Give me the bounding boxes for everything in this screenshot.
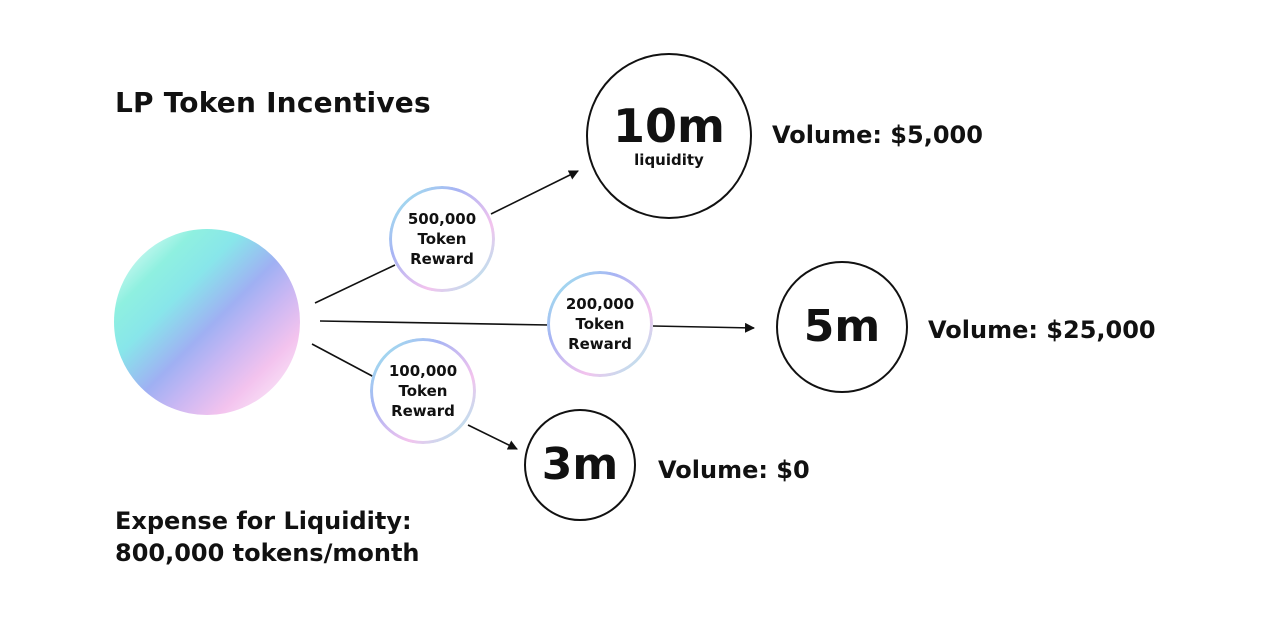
pool-amount: 3m bbox=[541, 439, 619, 490]
reward-amount: 500,000 bbox=[407, 210, 477, 228]
reward-label-token: Token bbox=[398, 382, 448, 400]
diagram-title: LP Token Incentives bbox=[115, 86, 431, 119]
reward-node-500000: 500,000 Token Reward bbox=[389, 186, 495, 292]
arrow-reward-3-to-pool-3 bbox=[467, 424, 518, 450]
reward-label-reward: Reward bbox=[391, 402, 455, 420]
reward-amount: 200,000 bbox=[565, 295, 635, 313]
pool-node-3m: 3m bbox=[524, 409, 636, 521]
reward-node-200000: 200,000 Token Reward bbox=[547, 271, 653, 377]
pool-amount: 10m bbox=[613, 99, 725, 153]
arrow-reward-2-to-pool-2 bbox=[652, 322, 755, 333]
pool-node-5m: 5m bbox=[776, 261, 908, 393]
pool-amount: 5m bbox=[803, 301, 881, 352]
expense-label: Expense for Liquidity: bbox=[115, 507, 412, 535]
expense-value: 800,000 tokens/month bbox=[115, 539, 420, 567]
reward-label-reward: Reward bbox=[410, 250, 474, 268]
pool-sub-label: liquidity bbox=[634, 151, 704, 169]
connector-source-to-reward-1 bbox=[314, 264, 396, 304]
pool-node-10m: 10m liquidity bbox=[586, 53, 752, 219]
connector-source-to-reward-3 bbox=[311, 343, 375, 378]
reward-label-token: Token bbox=[417, 230, 467, 248]
pool-volume-10m: Volume: $5,000 bbox=[772, 121, 983, 149]
expense-summary: Expense for Liquidity: 800,000 tokens/mo… bbox=[115, 505, 420, 569]
pool-volume-5m: Volume: $25,000 bbox=[928, 316, 1156, 344]
token-source-orb bbox=[114, 229, 300, 415]
reward-amount: 100,000 bbox=[388, 362, 458, 380]
arrow-reward-1-to-pool-1 bbox=[490, 170, 579, 215]
reward-label-token: Token bbox=[575, 315, 625, 333]
reward-node-100000: 100,000 Token Reward bbox=[370, 338, 476, 444]
connector-source-to-reward-2 bbox=[319, 320, 550, 326]
pool-volume-3m: Volume: $0 bbox=[658, 456, 810, 484]
reward-label-reward: Reward bbox=[568, 335, 632, 353]
